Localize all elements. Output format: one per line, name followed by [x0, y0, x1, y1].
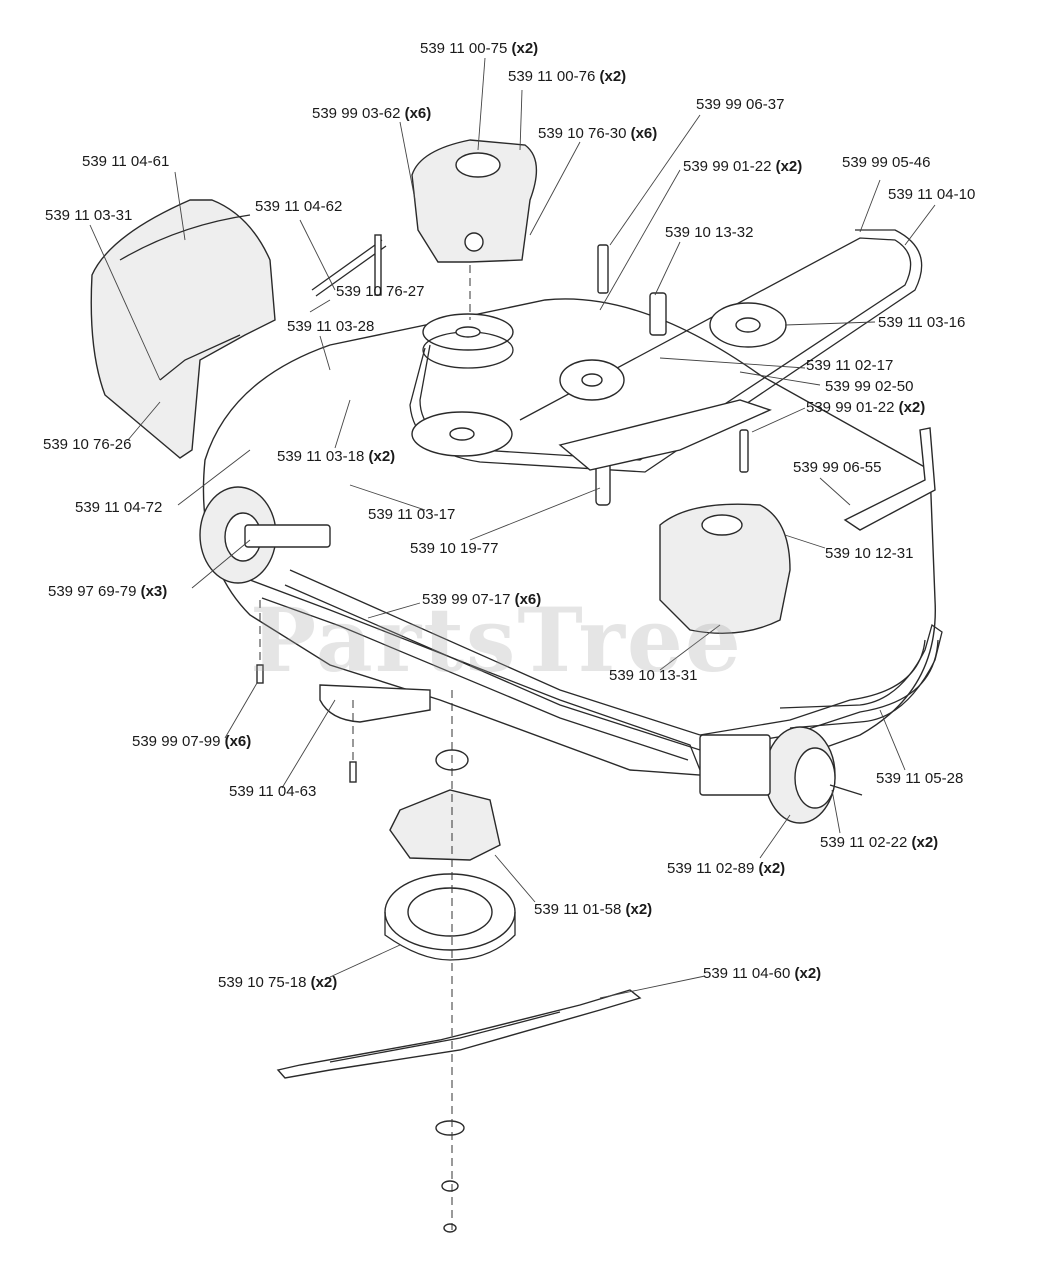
part-label[interactable]: 539 99 02-50 — [825, 378, 914, 395]
part-label[interactable]: 539 10 19-77 — [410, 540, 499, 557]
left-spindle-pulley-hub — [455, 326, 481, 338]
part-label[interactable]: 539 99 07-99 (x6) — [132, 733, 252, 750]
part-label[interactable]: 539 10 76-27 — [336, 283, 425, 300]
part-label[interactable]: 539 99 05-46 — [842, 154, 931, 171]
right-wheel-bracket — [699, 734, 771, 796]
part-label[interactable]: 539 99 01-22 (x2) — [683, 158, 803, 175]
bolt-99-06-37 — [597, 244, 609, 294]
bolt-10-13-32 — [649, 292, 667, 336]
part-label[interactable]: 539 11 04-62 — [255, 198, 343, 215]
part-label[interactable]: 539 11 01-58 (x2) — [534, 901, 653, 918]
part-label[interactable]: 539 99 06-55 — [793, 459, 882, 476]
part-label[interactable]: 539 11 00-75 (x2) — [420, 40, 539, 57]
part-label[interactable]: 539 11 04-61 — [82, 153, 170, 170]
part-label[interactable]: 539 11 00-76 (x2) — [508, 68, 627, 85]
bolt-11-04-63 — [349, 761, 357, 783]
anti-scalp-bracket — [843, 427, 936, 531]
right-spindle-top — [701, 514, 743, 536]
blade-pulley-hub — [449, 427, 475, 441]
chute-rod — [311, 239, 383, 291]
part-label[interactable]: 539 10 76-26 — [43, 436, 132, 453]
part-label[interactable]: 539 11 03-16 — [878, 314, 966, 331]
drive-belt — [419, 237, 912, 461]
bolt-11-04-62 — [374, 234, 382, 296]
right-gauge-wheel-hub — [794, 747, 836, 809]
deck-front-skirt-inner — [261, 597, 689, 761]
part-label[interactable]: 539 10 13-32 — [665, 224, 754, 241]
blade-bolt-end — [443, 1223, 457, 1233]
bumper-bar-right — [779, 623, 943, 729]
part-label[interactable]: 539 11 04-60 (x2) — [703, 965, 822, 982]
part-label[interactable]: 539 99 06-37 — [696, 96, 785, 113]
part-label[interactable]: 539 10 13-31 — [609, 667, 698, 684]
part-label[interactable]: 539 99 01-22 (x2) — [806, 399, 926, 416]
blade-bolt-head — [441, 1180, 459, 1192]
part-label[interactable]: 539 11 03-31 — [45, 207, 133, 224]
part-label[interactable]: 539 11 02-22 (x2) — [820, 834, 939, 851]
tension-idler-pulley-hub — [735, 317, 761, 333]
part-label[interactable]: 539 11 04-63 — [229, 783, 317, 800]
part-label[interactable]: 539 11 04-72 — [75, 499, 163, 516]
idler-pulley-hub — [581, 373, 603, 387]
cover-boss — [455, 152, 501, 178]
part-label[interactable]: 539 99 03-62 (x6) — [312, 105, 432, 122]
part-label[interactable]: 539 11 02-17 — [806, 357, 894, 374]
mower-blade-edge — [329, 1011, 561, 1063]
blade-adapter-ring-inner — [407, 887, 493, 937]
part-label[interactable]: 539 11 03-28 — [287, 318, 375, 335]
part-label[interactable]: 539 10 75-18 (x2) — [218, 974, 338, 991]
part-label[interactable]: 539 11 03-18 (x2) — [277, 448, 396, 465]
bolt-99-01-22 — [739, 429, 749, 473]
deck-front-skirt — [249, 579, 701, 771]
discharge-chute — [90, 199, 276, 459]
cover-bolt — [464, 232, 484, 252]
belt-shield-cover — [411, 139, 538, 263]
right-wheel-bolt — [829, 784, 863, 796]
part-label[interactable]: 539 10 76-30 (x6) — [538, 125, 658, 142]
part-label[interactable]: 539 99 07-17 (x6) — [422, 591, 542, 608]
part-label[interactable]: 539 11 05-28 — [876, 770, 964, 787]
part-label[interactable]: 539 11 04-10 — [888, 186, 976, 203]
mower-blade — [276, 989, 642, 1079]
blade-washer — [435, 1120, 465, 1136]
bolt-99-07-99 — [256, 664, 264, 684]
baffle-plate — [319, 684, 431, 723]
left-wheel-bracket — [244, 524, 331, 548]
part-label[interactable]: 539 97 69-79 (x3) — [48, 583, 168, 600]
part-label[interactable]: 539 11 02-89 (x2) — [667, 860, 786, 877]
part-label[interactable]: 539 11 03-17 — [368, 506, 456, 523]
right-spindle-housing — [659, 503, 791, 634]
leader-lines — [89, 57, 936, 999]
blade-adapter-ring-side — [384, 912, 516, 961]
discharge-chute-edge — [159, 334, 241, 381]
discharge-chute-inner — [119, 214, 251, 261]
idler-arm — [558, 399, 772, 471]
part-label[interactable]: 539 10 12-31 — [825, 545, 914, 562]
deck-shell — [202, 298, 936, 781]
spindle-housing-lower — [389, 789, 501, 861]
